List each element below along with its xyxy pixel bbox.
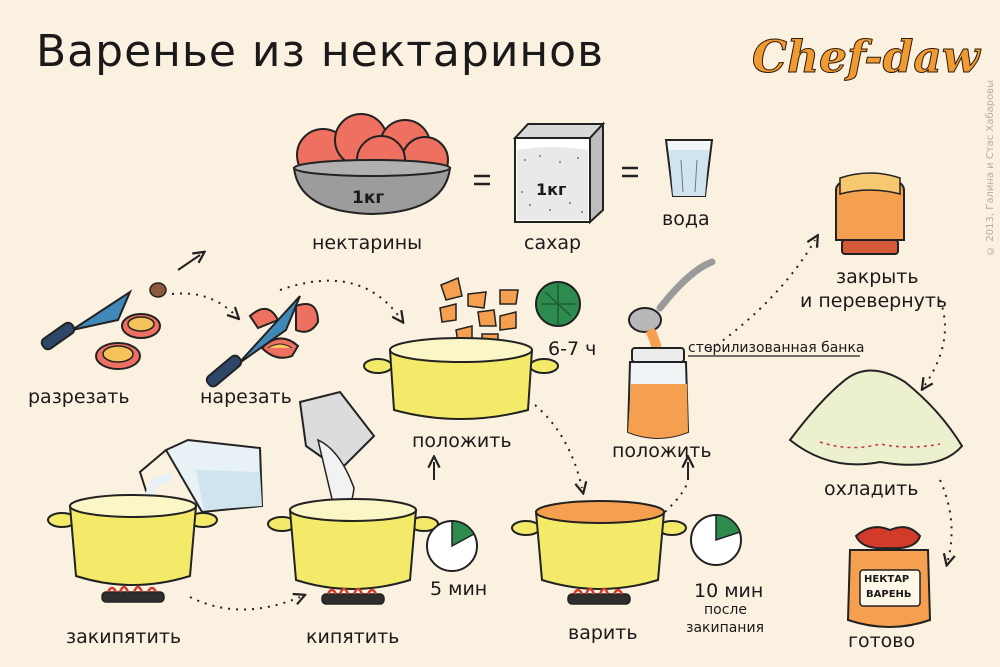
jar-filling	[626, 347, 690, 439]
finished-jam-jar	[846, 526, 932, 628]
pot-syrup	[267, 498, 439, 590]
step-put-in-jar-label: положить	[612, 440, 712, 462]
soak-time-label: 6-7 ч	[548, 338, 597, 360]
pot-fruit	[363, 337, 559, 420]
equals-sign-1	[474, 174, 490, 186]
pot-cook	[511, 500, 687, 590]
equals-sign-2	[622, 166, 638, 178]
water-jug	[138, 438, 264, 523]
cook-time-label: 10 мин	[694, 580, 764, 602]
sugar-bag-pouring	[298, 390, 376, 518]
jar-upside-down	[835, 172, 905, 255]
final-jar-label-1: НЕКТАР	[864, 574, 910, 585]
sugar-label: сахар	[524, 232, 582, 254]
step-slice-label: нарезать	[200, 386, 292, 408]
nectarine-label: нектарины	[312, 232, 423, 254]
page-title: Варенье из нектаринов	[36, 26, 605, 77]
dotted-jar-to-close	[709, 240, 815, 351]
dotted-slice-to-pot	[279, 279, 400, 318]
nectarine-slices-2	[248, 303, 320, 359]
sugar-bag	[512, 121, 606, 225]
timer-10min-icon	[690, 514, 742, 566]
burner-1-icon	[101, 585, 165, 603]
boil-syrup-time-label: 5 мин	[430, 578, 488, 600]
step-boil-water-label: закипятить	[66, 626, 182, 648]
burner-2-icon	[321, 587, 385, 605]
step-boil-syrup-label: кипятить	[306, 626, 400, 648]
step-cook-label: варить	[568, 622, 638, 644]
water-label: вода	[662, 208, 710, 230]
brand-logo: Chef-daw	[752, 32, 981, 84]
cook-time-note-1: после	[704, 602, 747, 618]
dotted-cool-to-done	[939, 479, 952, 560]
sugar-amount: 1кг	[536, 180, 567, 199]
nectarine-amount: 1кг	[352, 188, 385, 208]
timer-5min-icon	[426, 520, 478, 572]
dotted-cook-to-jar	[664, 477, 689, 513]
pot-water	[47, 494, 218, 586]
jar-note-label: стерилизованная банка	[688, 340, 865, 356]
step-close-label: закрыть	[836, 266, 919, 288]
timer-6-7h-icon	[535, 281, 581, 327]
dotted-cut-to-slice	[171, 292, 235, 315]
step-put-fruit-label: положить	[412, 430, 512, 452]
nectarine-bowl	[292, 113, 452, 216]
final-jar-label-2: ВАРЕНЬ	[866, 589, 912, 600]
knife-2	[205, 295, 301, 388]
cook-time-note-2: закипания	[686, 620, 764, 636]
step-cut-label: разрезать	[28, 386, 130, 408]
water-glass	[664, 139, 714, 197]
copyright-note: © 2013, Галина и Стас Хабаровы	[985, 80, 996, 256]
nectarine-slices-1	[95, 282, 167, 370]
dotted-pot-to-cook	[534, 404, 582, 488]
step-done-label: готово	[848, 630, 916, 652]
blanket-covered-jar	[788, 369, 964, 466]
dotted-boil-to-syrup	[189, 597, 300, 611]
step-flip-label: и перевернуть	[800, 290, 948, 312]
knife-1	[40, 289, 133, 351]
burner-3-icon	[567, 587, 631, 605]
dotted-close-to-cool	[925, 299, 946, 385]
step-cool-label: охладить	[824, 478, 919, 500]
arrow-to-cut	[177, 255, 200, 271]
